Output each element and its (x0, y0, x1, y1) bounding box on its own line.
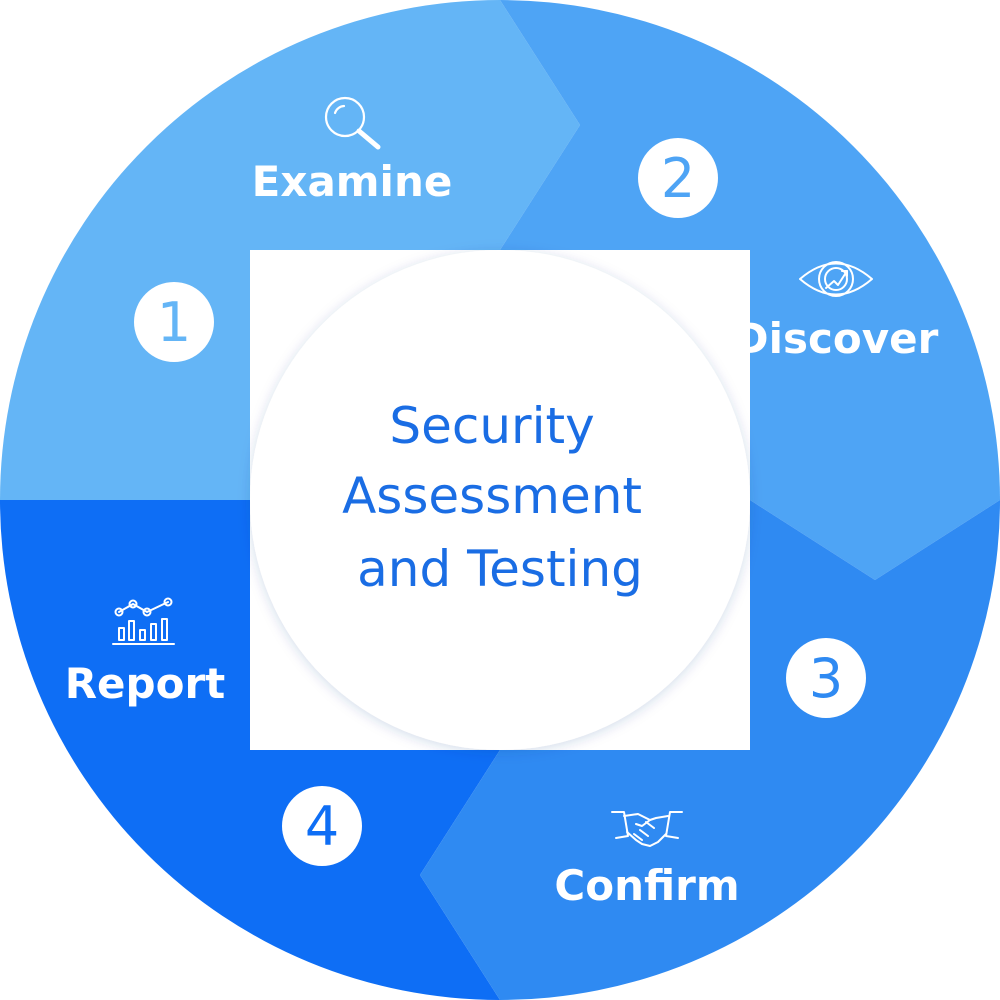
magnifier-icon (324, 96, 381, 150)
stage-number-3: 3 (809, 647, 843, 710)
stage-label-discover: Discover (734, 314, 939, 363)
center-circle (250, 250, 750, 750)
stage-label-examine: Examine (252, 157, 453, 206)
center-title: Security Assessment and Testing (342, 397, 658, 598)
handshake-icon (611, 811, 683, 847)
stage-number-4: 4 (305, 795, 339, 858)
stage-label-confirm: Confirm (554, 861, 739, 910)
stage-badge-4: 4 (282, 786, 362, 866)
stage-badge-2: 2 (638, 138, 718, 218)
stage-number-2: 2 (661, 147, 695, 210)
center-title-line-1: Security (389, 397, 594, 455)
bar-chart-icon (112, 597, 175, 645)
eye-icon (799, 261, 873, 297)
stage-number-1: 1 (157, 291, 191, 354)
center-title-line-3: and Testing (357, 540, 643, 598)
stage-badge-1: 1 (134, 282, 214, 362)
center-title-line-2: Assessment (342, 467, 642, 525)
stage-badge-3: 3 (786, 638, 866, 718)
stage-label-report: Report (65, 659, 226, 708)
